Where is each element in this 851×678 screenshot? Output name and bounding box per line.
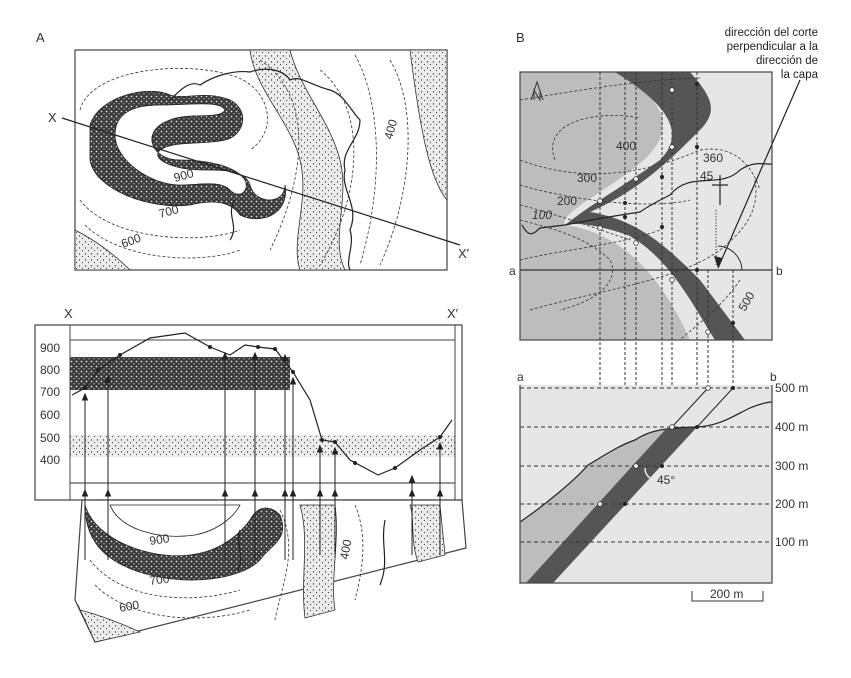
annotation-arrow	[717, 79, 801, 269]
panel-b-map: 400 300 200 100 500 360 45 a b	[509, 71, 801, 505]
elevation-400: 400	[40, 453, 60, 467]
strike-label-360: 360	[703, 151, 723, 165]
panel-a-projected-map: 900 700 600 400	[74, 499, 467, 643]
arrowhead-icon	[289, 376, 297, 385]
projected-contour-400: 400	[337, 538, 354, 560]
projected-contour-900: 900	[148, 531, 170, 548]
light-layer-band	[70, 435, 455, 457]
contour-label-100: 100	[532, 208, 552, 222]
arrowhead-icon	[316, 488, 324, 497]
section-elevation-200: 200 m	[775, 497, 808, 511]
contour-label-600: 600	[119, 231, 143, 251]
arrowhead-icon	[104, 488, 112, 497]
scale-bar	[691, 591, 764, 602]
contour-label-400: 400	[616, 139, 636, 153]
arrowhead-icon	[316, 444, 324, 453]
arrowhead-icon	[281, 488, 289, 497]
light-layer-outcrop-left	[74, 229, 131, 271]
arrowhead-icon	[81, 392, 89, 401]
elevation-800: 800	[40, 363, 60, 377]
section-a-label: a	[517, 370, 524, 384]
arrowhead-icon	[289, 488, 297, 497]
section-line-x-x-prime	[61, 117, 461, 246]
arrowhead-icon	[331, 488, 339, 497]
arrowhead-icon	[408, 488, 416, 497]
panel-a-map: X X′ 900 700 600 400	[48, 49, 470, 271]
arrowhead-icon	[281, 353, 289, 362]
map-b-label: b	[776, 264, 783, 278]
arrowhead-icon	[436, 441, 444, 450]
elevation-600: 600	[40, 408, 60, 422]
profile-x-label: X	[64, 306, 73, 321]
scale-bar-label: 200 m	[710, 587, 743, 601]
profile-x-prime-label: X′	[447, 306, 459, 321]
arrowhead-icon	[251, 488, 259, 497]
arrowhead-icon	[221, 488, 229, 497]
annotation-line-1: dirección del corte	[725, 27, 818, 39]
map-x-prime-label: X′	[458, 246, 470, 261]
contour-label-900: 900	[172, 166, 195, 185]
arrowhead-icon	[221, 351, 229, 360]
panel-b-label: B	[516, 30, 525, 45]
map-x-label: X	[48, 110, 57, 125]
contour-label-200: 200	[557, 194, 577, 208]
dark-layer-outcrop	[89, 90, 286, 220]
arrowhead-icon	[408, 474, 416, 483]
arrowhead-icon	[81, 488, 89, 497]
panel-a-profile: X X′ 900 800 700 600 500 400	[34, 306, 463, 501]
map-a-label: a	[509, 264, 516, 278]
annotation-line-4: la capa	[781, 69, 819, 81]
arrowhead-icon	[436, 488, 444, 497]
arrowhead-icon	[331, 446, 339, 455]
north-arrow-icon	[530, 80, 544, 102]
section-elevation-100: 100 m	[775, 535, 808, 549]
elevation-900: 900	[40, 341, 60, 355]
annotation-line-3: dirección de	[756, 55, 818, 67]
arrowhead-icon	[251, 351, 259, 360]
dark-layer-band	[70, 357, 290, 390]
section-b-label: b	[770, 370, 777, 384]
light-layer-outcrop	[249, 49, 346, 271]
section-elevation-400: 400 m	[775, 420, 808, 434]
projected-contour-600: 600	[118, 598, 140, 615]
dark-layer-band-map	[565, 72, 745, 340]
section-elevation-500: 500 m	[775, 381, 808, 395]
section-elevation-300: 300 m	[775, 459, 808, 473]
arrowhead-icon	[104, 374, 112, 383]
projected-contour-700: 700	[148, 571, 170, 588]
projection-arrows	[81, 351, 444, 560]
annotation-line-2: perpendicular a la	[727, 41, 819, 53]
elevation-700: 700	[40, 385, 60, 399]
contour-label-700: 700	[157, 202, 180, 221]
light-layer-outcrop-right	[409, 49, 448, 202]
panel-b-section: a b 500 m 400 m 300 m 200 m 100 m 45° 20…	[517, 370, 808, 602]
dip-angle-label: 45°	[657, 473, 675, 487]
dip-label-45: 45	[700, 169, 714, 183]
contour-label-300: 300	[577, 171, 597, 185]
strike-annotation: dirección del corte perpendicular a la d…	[725, 27, 819, 81]
contour-label-400: 400	[381, 117, 400, 140]
elevation-500: 500	[40, 431, 60, 445]
panel-a-label: A	[36, 30, 45, 45]
